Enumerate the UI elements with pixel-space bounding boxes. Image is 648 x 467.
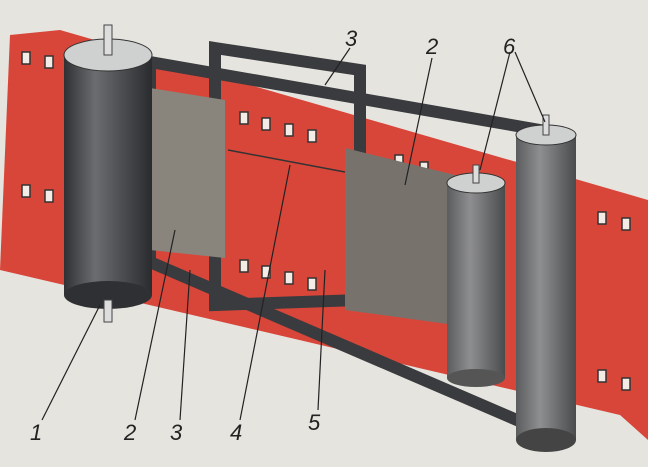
label-3-top: 3 [345,26,358,51]
label-1: 1 [30,420,43,445]
label-4: 4 [230,420,243,445]
label-3: 3 [170,420,183,445]
roller-small [446,164,506,387]
leader-lines [41,47,546,421]
label-2-right: 2 [426,34,439,59]
label-2: 2 [124,420,137,445]
line-4 [227,149,346,173]
plate-2-right [345,148,455,325]
plate-2-left [150,88,225,258]
roller-1 [63,24,153,323]
roller-right [515,114,577,452]
label-5: 5 [308,410,321,435]
label-6: 6 [503,34,516,59]
